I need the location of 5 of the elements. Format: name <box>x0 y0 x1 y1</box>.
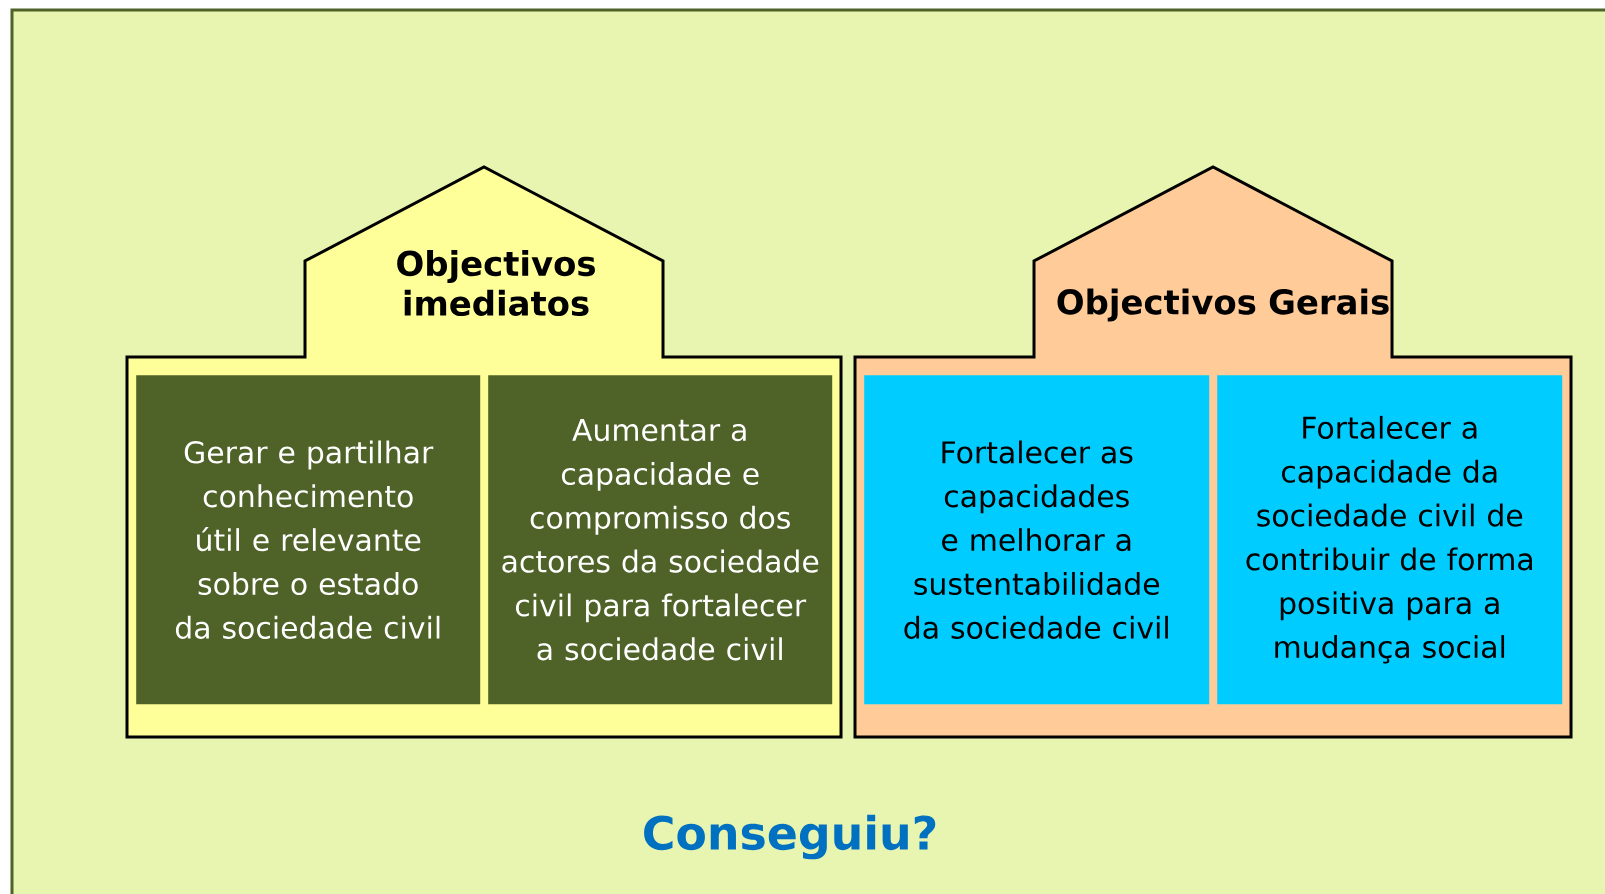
text-box: Gerar e partilhar conhecimento útil e relevante sobre o estado da sociedade civil <box>136 375 481 705</box>
text-box: Fortalecer as capacidades e melhorar a sustentabilidade da sociedade civil <box>864 375 1210 705</box>
question-text: Conseguiu? <box>644 814 936 860</box>
text-box: Fortalecer a capacidade da sociedade civil de contribuir de forma positiva para a mudança social <box>1217 375 1563 705</box>
text-box: Aumentar a capacidade e compromisso dos actores da sociedade civil para fortalecer a sociedade civil <box>488 375 833 705</box>
